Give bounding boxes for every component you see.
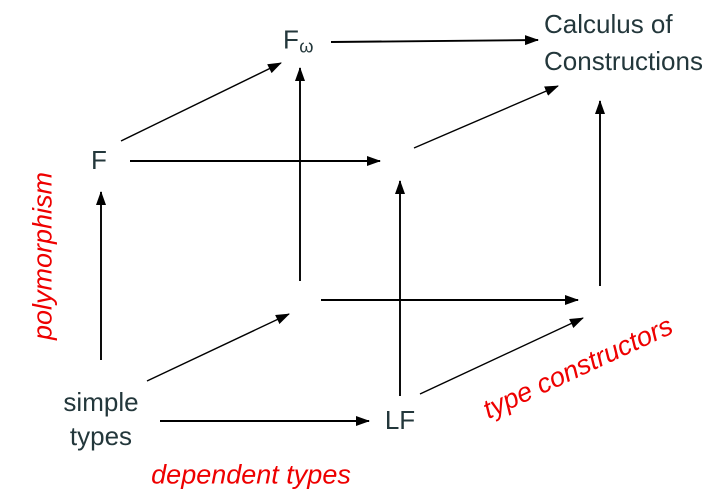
edge-f-omega-to-coc <box>330 35 539 46</box>
axis-label-polymorphism: polymorphism <box>27 171 58 341</box>
node-coc-line2: Constructions <box>544 46 703 76</box>
node-simple-types-line1: simple <box>63 387 139 417</box>
node-simple-types-line2: types <box>69 421 133 451</box>
node-lf: LF <box>384 405 416 435</box>
node-f: F <box>91 145 107 175</box>
edge-lf-to-back-right <box>419 317 584 395</box>
node-simple-types: simple types <box>63 385 138 453</box>
axis-label-dependent-types: dependent types <box>151 459 351 490</box>
node-f-omega-base: F <box>282 24 299 55</box>
node-calculus-of-constructions: Calculus of Constructions <box>544 6 703 80</box>
edge-f-to-f-omega <box>120 62 282 142</box>
edge-front-right-to-coc <box>413 85 559 149</box>
node-coc-line1: Calculus of <box>544 9 673 39</box>
node-f-omega-subscript: ω <box>299 36 314 57</box>
edge-simple-types-to-back-left <box>146 313 290 382</box>
node-f-omega: Fω <box>283 23 313 60</box>
